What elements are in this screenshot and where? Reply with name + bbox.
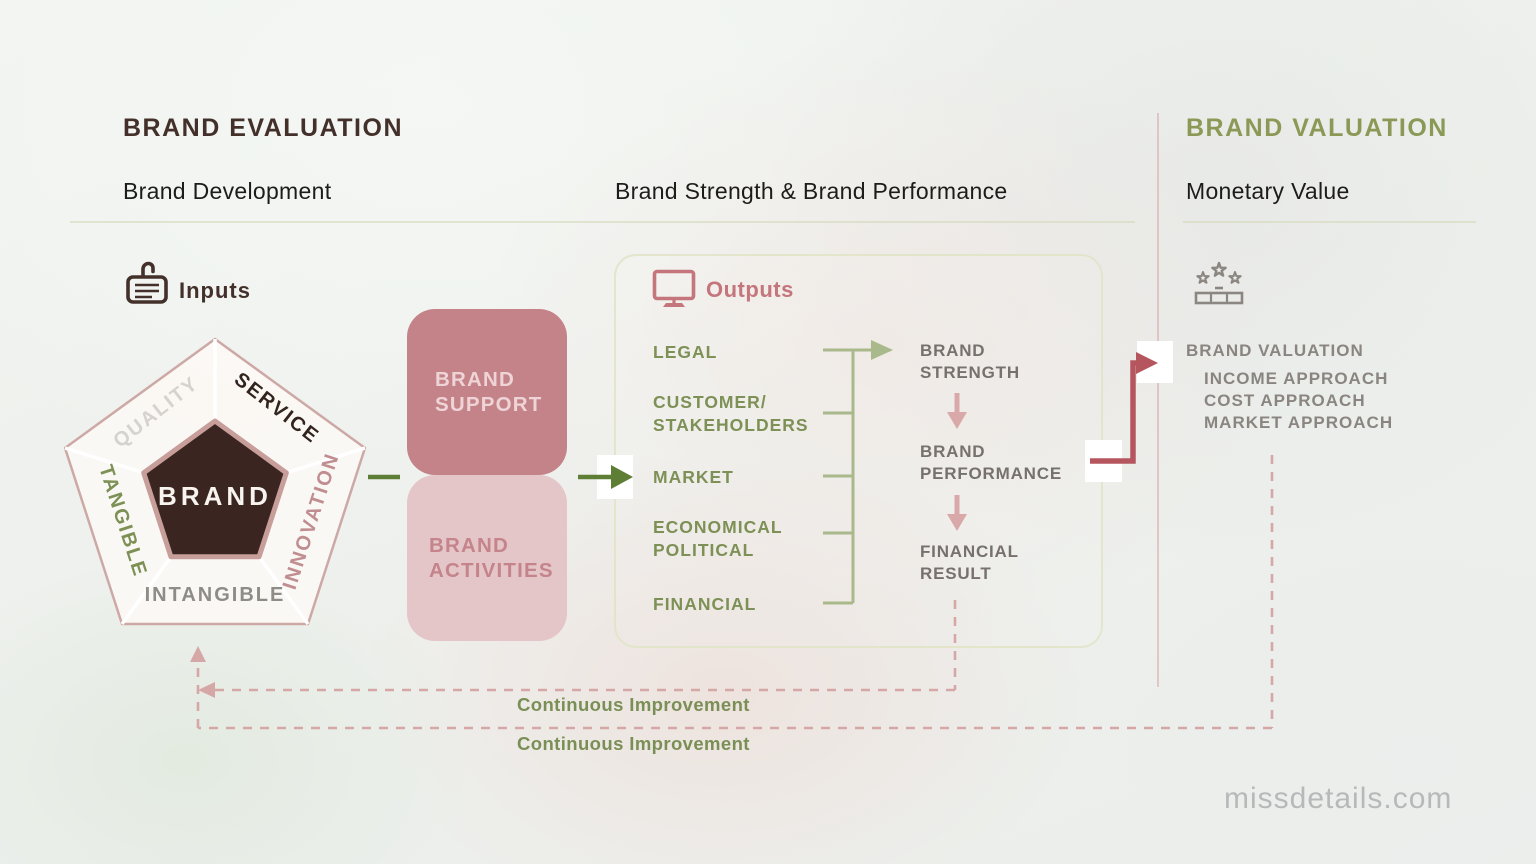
result-line: STRENGTH: [920, 363, 1020, 382]
performance-to-financial-arrow: [947, 495, 967, 531]
middle-subtitle: Brand Strength & Brand Performance: [615, 178, 1008, 204]
section-separator-line: [1157, 113, 1159, 687]
pentagon-center-label: BRAND: [158, 481, 272, 511]
brand-support-line1: BRAND: [435, 368, 516, 391]
result-line: FINANCIAL: [920, 542, 1019, 561]
outputs-bracket: [823, 348, 873, 605]
outputs-label: Outputs: [706, 277, 794, 302]
outputs-panel: [614, 254, 1103, 648]
continuous-improvement-label-2: Continuous Improvement: [517, 733, 750, 754]
brand-activities-line2: ACTIVITIES: [429, 559, 554, 582]
boxes-to-outputs-arrow: [578, 465, 633, 489]
right-subtitle: Monetary Value: [1186, 178, 1350, 204]
output-item-line: POLITICAL: [653, 539, 755, 560]
performance-to-valuation-arrow: [1090, 352, 1158, 464]
left-subtitle: Brand Development: [123, 178, 332, 204]
result-line: RESULT: [920, 564, 992, 583]
continuous-improvement-loop-upper: [212, 600, 957, 692]
loop-to-pentagon-arrowhead: [190, 646, 206, 662]
result-financial-result: FINANCIAL RESULT: [920, 541, 1019, 585]
continuous-improvement-loop-lower: [196, 455, 1274, 730]
stars-rating-icon: [1191, 259, 1247, 314]
right-section-title: BRAND VALUATION: [1186, 114, 1448, 142]
inputs-label: Inputs: [179, 278, 251, 303]
loop-upper-arrowhead: [198, 682, 215, 698]
output-item-legal: LEGAL: [653, 341, 717, 364]
approach-market: MARKET APPROACH: [1204, 413, 1394, 432]
result-line: BRAND: [920, 442, 986, 461]
output-item-line: LEGAL: [653, 342, 718, 362]
brand-activities-box: BRAND ACTIVITIES: [407, 475, 567, 641]
output-item-economical-political: ECONOMICAL POLITICAL: [653, 516, 783, 561]
approach-cost: COST APPROACH: [1204, 391, 1366, 410]
output-item-financial: FINANCIAL: [653, 593, 756, 616]
result-brand-performance: BRAND PERFORMANCE: [920, 441, 1062, 485]
inputs-tag-icon: [122, 260, 172, 311]
output-item-line: FINANCIAL: [653, 594, 757, 614]
brand-support-line2: SUPPORT: [435, 393, 543, 416]
left-section-title: BRAND EVALUATION: [123, 114, 404, 142]
bracket-arrowhead: [871, 340, 893, 360]
brand-valuation-title: BRAND VALUATION: [1186, 341, 1364, 360]
pentagon-segment-intangible: INTANGIBLE: [145, 584, 286, 606]
result-line: PERFORMANCE: [920, 464, 1062, 483]
pentagon-divider-lines: [64, 339, 366, 626]
output-item-customer-stakeholders: CUSTOMER/ STAKEHOLDERS: [653, 391, 809, 436]
output-item-market: MARKET: [653, 466, 734, 489]
result-line: BRAND: [920, 341, 986, 360]
header-divider-right: [1183, 221, 1476, 223]
brand-activities-line1: BRAND: [429, 534, 510, 557]
brand-support-box: BRAND SUPPORT: [407, 309, 567, 475]
result-brand-strength: BRAND STRENGTH: [920, 340, 1020, 384]
output-item-line: MARKET: [653, 467, 734, 487]
watermark: missdetails.com: [1224, 782, 1453, 815]
strength-to-performance-arrow: [947, 393, 967, 429]
approach-income: INCOME APPROACH: [1204, 369, 1389, 388]
pentagon-inner-shape: [141, 418, 289, 560]
output-item-line: ECONOMICAL: [653, 517, 783, 537]
header-divider-left: [70, 221, 1135, 223]
continuous-improvement-label-1: Continuous Improvement: [517, 694, 750, 715]
output-item-line: CUSTOMER/: [653, 392, 767, 412]
outputs-monitor-icon: [652, 269, 696, 314]
brand-pentagon: BRAND QUALITY SERVICE TANGIBLE INNOVATIO…: [63, 337, 367, 626]
output-item-line: STAKEHOLDERS: [653, 414, 809, 435]
valuation-approaches: INCOME APPROACH COST APPROACH MARKET APP…: [1204, 368, 1393, 434]
